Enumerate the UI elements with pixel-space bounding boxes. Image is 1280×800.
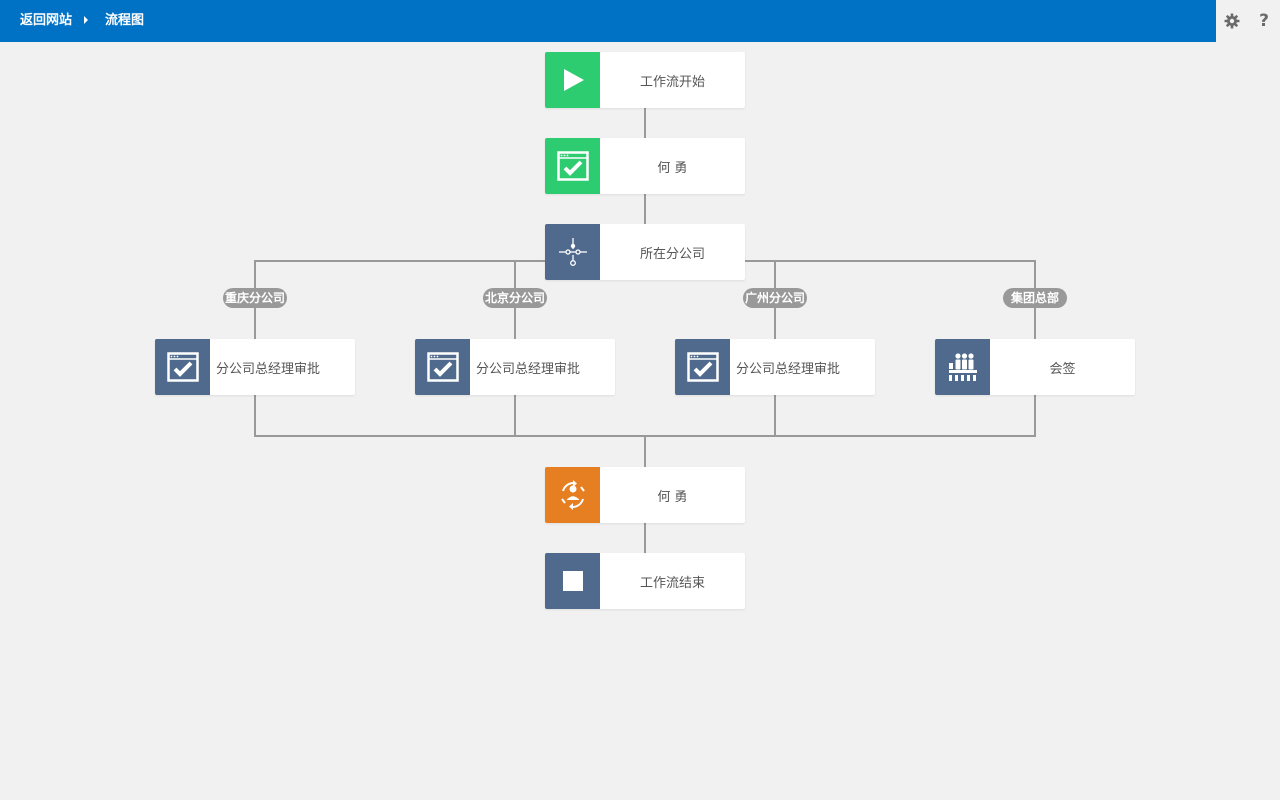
approve-window-icon xyxy=(686,352,719,382)
countersign-people-icon xyxy=(948,353,977,381)
node-workflow-start[interactable]: 工作流开始 xyxy=(545,52,745,108)
branch-label-headquarters[interactable]: 集团总部 xyxy=(1003,288,1067,308)
header-tools: ? xyxy=(1216,0,1280,42)
node-icon-box xyxy=(545,52,600,108)
node-label: 工作流开始 xyxy=(639,74,705,90)
node-label: 所在分公司 xyxy=(639,246,705,262)
node-label: 分公司总经理审批 xyxy=(216,361,321,377)
node-label: 分公司总经理审批 xyxy=(736,361,841,377)
node-loop-he-yong[interactable]: 何 勇 xyxy=(545,467,745,523)
node-label: 何 勇 xyxy=(657,489,688,505)
node-branch-company[interactable]: 所在分公司 xyxy=(545,224,745,280)
breadcrumb-current: 流程图 xyxy=(105,13,145,28)
play-icon xyxy=(563,69,584,91)
node-icon-box xyxy=(675,339,730,395)
help-icon: ? xyxy=(1259,11,1269,31)
node-icon-box xyxy=(415,339,470,395)
node-review-chongqing[interactable]: 分公司总经理审批 xyxy=(155,339,355,395)
branch-label-beijing[interactable]: 北京分公司 xyxy=(482,288,548,308)
node-icon-box xyxy=(155,339,210,395)
node-icon-box xyxy=(935,339,990,395)
node-icon-box xyxy=(545,553,600,609)
stop-icon xyxy=(562,571,583,591)
node-label: 工作流结束 xyxy=(639,575,705,591)
node-icon-box xyxy=(545,224,600,280)
approve-window-icon xyxy=(166,352,199,382)
node-label: 何 勇 xyxy=(657,160,688,176)
connector-merge xyxy=(254,395,1036,437)
node-label: 会签 xyxy=(1049,361,1076,377)
node-workflow-end[interactable]: 工作流结束 xyxy=(545,553,745,609)
user-cycle-icon xyxy=(560,480,585,510)
branch-split-icon xyxy=(558,238,587,266)
connector-split-left xyxy=(254,260,545,339)
node-review-guangzhou[interactable]: 分公司总经理审批 xyxy=(675,339,875,395)
help-button[interactable]: ? xyxy=(1254,11,1274,31)
branch-label-chongqing[interactable]: 重庆分公司 xyxy=(222,288,288,308)
approve-window-icon xyxy=(556,151,589,181)
node-icon-box xyxy=(545,138,600,194)
node-review-beijing[interactable]: 分公司总经理审批 xyxy=(415,339,615,395)
node-approve-he-yong[interactable]: 何 勇 xyxy=(545,138,745,194)
node-icon-box xyxy=(545,467,600,523)
connector-split-right xyxy=(745,260,1036,339)
approve-window-icon xyxy=(426,352,459,382)
breadcrumb-arrow-icon xyxy=(84,16,88,24)
back-to-site-link[interactable]: 返回网站 xyxy=(20,13,73,28)
branch-label-guangzhou[interactable]: 广州分公司 xyxy=(742,288,808,308)
header-bar: 返回网站 流程图 xyxy=(0,0,1216,42)
node-label: 分公司总经理审批 xyxy=(476,361,581,377)
settings-button[interactable] xyxy=(1222,11,1242,31)
node-countersign[interactable]: 会签 xyxy=(935,339,1135,395)
gear-icon xyxy=(1224,13,1240,29)
